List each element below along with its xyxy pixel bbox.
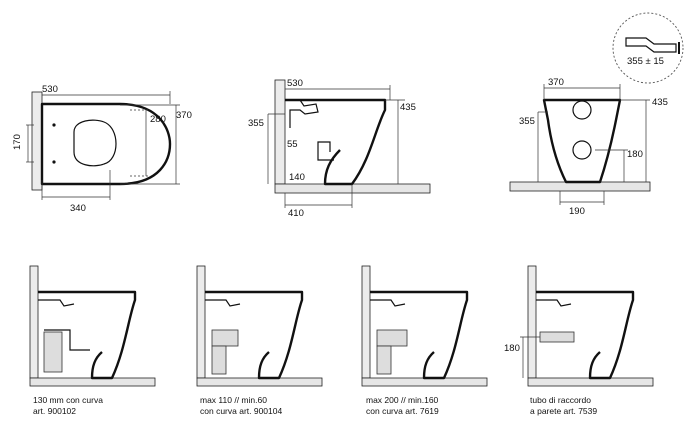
install-panel-2: max 110 // min.60 con curva art. 900104 bbox=[196, 265, 323, 416]
install-3-line1: max 200 // min.160 bbox=[366, 395, 439, 405]
top-view: 530 370 280 170 340 bbox=[12, 84, 192, 214]
front-view-profile bbox=[542, 98, 622, 184]
front-dim-370: 370 bbox=[548, 77, 564, 88]
side-dim-355: 355 bbox=[248, 118, 264, 129]
install-4-line1: tubo di raccordo bbox=[530, 395, 591, 405]
side-dim-140: 140 bbox=[289, 172, 305, 183]
front-dim-180: 180 bbox=[627, 149, 643, 160]
top-dim-280: 280 bbox=[150, 114, 166, 125]
install-1-line1: 130 mm con curva bbox=[33, 395, 103, 405]
install-panel-3: max 200 // min.160 con curva art. 7619 bbox=[361, 265, 488, 416]
install-3-line2: con curva art. 7619 bbox=[366, 406, 439, 416]
install-4-dim-180: 180 bbox=[504, 343, 520, 354]
front-view: 370 435 355 180 190 bbox=[509, 77, 668, 217]
top-dim-170: 170 bbox=[12, 134, 23, 150]
top-view-bowl-outline bbox=[40, 102, 172, 186]
detail-dim-355: 355 ± 15 bbox=[627, 56, 664, 67]
install-4-line2: a parete art. 7539 bbox=[530, 406, 597, 416]
side-dim-435: 435 bbox=[400, 102, 416, 113]
front-dim-355: 355 bbox=[519, 116, 535, 127]
side-view-wall bbox=[274, 79, 286, 185]
front-view-floor bbox=[509, 181, 651, 192]
install-1-line2: art. 900102 bbox=[33, 406, 76, 416]
top-dim-370: 370 bbox=[176, 110, 192, 121]
side-dim-55: 55 bbox=[287, 139, 298, 150]
front-dim-190: 190 bbox=[569, 206, 585, 217]
side-dim-530: 530 bbox=[287, 78, 303, 89]
top-view-wall bbox=[31, 91, 43, 191]
install-2-line2: con curva art. 900104 bbox=[200, 406, 282, 416]
top-dim-340: 340 bbox=[70, 203, 86, 214]
top-view-bowl-opening bbox=[73, 119, 117, 167]
install-2-line1: max 110 // min.60 bbox=[200, 395, 267, 405]
install-panel-4: 180 tubo di raccordo a parete art. 7539 bbox=[504, 265, 654, 416]
front-dim-435: 435 bbox=[652, 97, 668, 108]
install-panel-1: 130 mm con curva art. 900102 bbox=[29, 265, 156, 416]
side-view: 530 435 355 55 140 410 bbox=[248, 78, 431, 219]
connector-detail: 355 ± 15 bbox=[612, 12, 684, 84]
top-dim-530: 530 bbox=[42, 84, 58, 95]
side-view-floor bbox=[274, 183, 431, 194]
side-view-profile bbox=[285, 98, 387, 186]
side-dim-410: 410 bbox=[288, 208, 304, 219]
